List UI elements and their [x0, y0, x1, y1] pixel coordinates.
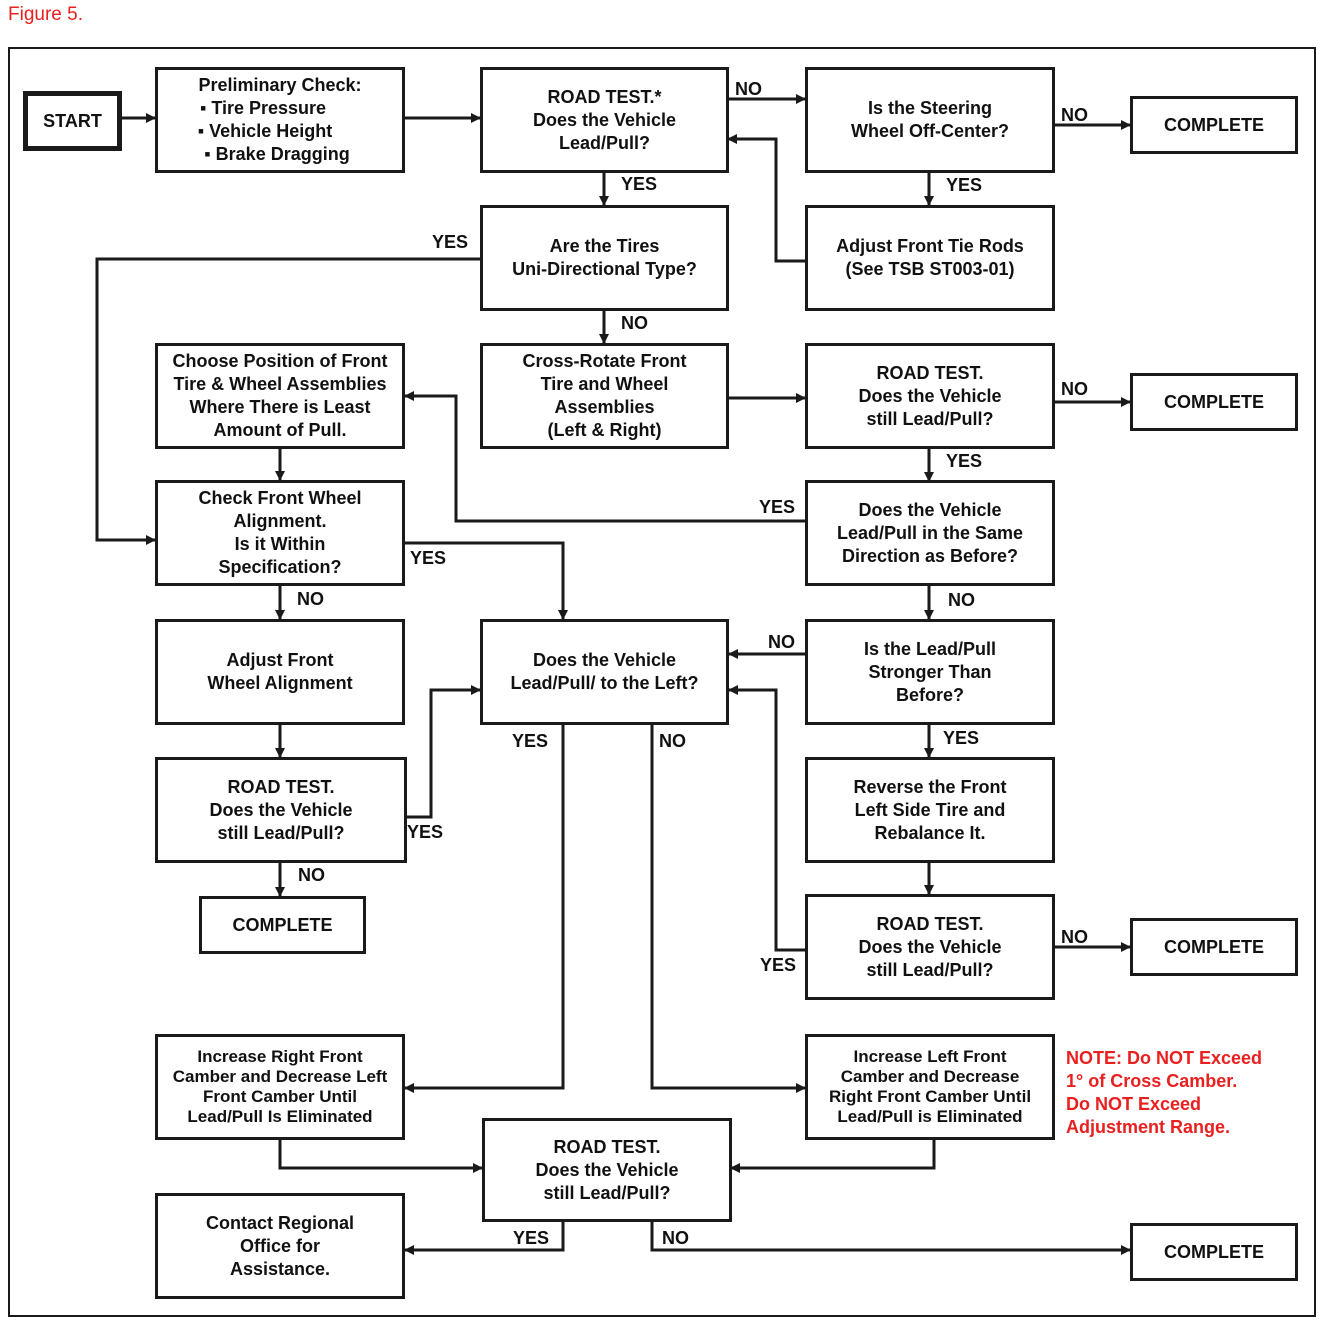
edge-samedir-choose — [404, 391, 806, 523]
adjust-tie-rods-box: Adjust Front Tie Rods(See TSB ST003-01) — [805, 205, 1055, 311]
figure-title: Figure 5. — [8, 4, 83, 25]
edge-label-road4-no: NO — [1061, 927, 1088, 947]
edge-leftpull-incright — [404, 725, 565, 1093]
preliminary-check-box: Preliminary Check: ▪ Tire Pressure ▪ Veh… — [155, 67, 405, 173]
edge-label-road2-yes: YES — [946, 451, 983, 471]
edge-label-checkalign-yes: YES — [410, 548, 447, 568]
complete-box-1: COMPLETE — [1130, 96, 1298, 154]
edge-leftpull-incleft — [650, 725, 806, 1093]
edge-road4-leftpull — [728, 685, 806, 952]
edge-label-tires-no: NO — [621, 313, 648, 333]
edge-incright-road5 — [278, 1139, 483, 1173]
edge-label-tires-yes: YES — [432, 232, 469, 252]
edge-label-leftpull-no: NO — [659, 731, 686, 751]
edge-label-road3-yes: YES — [407, 822, 444, 842]
edge-label-steer-yes: YES — [946, 175, 983, 195]
edge-label-road1-no: NO — [735, 79, 762, 99]
edge-label-road3-no: NO — [298, 865, 325, 885]
complete-box-4: COMPLETE — [1130, 918, 1298, 976]
edge-road5-contact — [404, 1221, 565, 1255]
edge-label-road2-no: NO — [1061, 379, 1088, 399]
edge-label-road5-yes: YES — [513, 1228, 550, 1248]
edge-label-road5-no: NO — [662, 1228, 689, 1248]
edge-road5-complete5 — [650, 1221, 1131, 1255]
edge-label-stronger-no: NO — [768, 632, 795, 652]
edge-tierods-road1 — [727, 134, 806, 263]
edge-label-checkalign-no: NO — [297, 589, 324, 609]
complete-box-3: COMPLETE — [199, 896, 366, 954]
camber-note: NOTE: Do NOT Exceed 1° of Cross Camber. … — [1066, 1048, 1263, 1137]
edge-tires-checkalign — [95, 257, 480, 545]
edge-incleft-road5 — [730, 1139, 936, 1173]
complete-box-5: COMPLETE — [1130, 1223, 1298, 1281]
edge-label-road4-yes: YES — [760, 955, 797, 975]
edge-label-road1-yes: YES — [621, 174, 658, 194]
edge-label-leftpull-yes: YES — [512, 731, 549, 751]
complete-box-2: COMPLETE — [1130, 373, 1298, 431]
edge-road3-leftpull — [405, 685, 481, 819]
edge-label-samedir-no: NO — [948, 590, 975, 610]
diagram-frame — [8, 47, 1316, 1317]
edge-label-stronger-yes: YES — [943, 728, 980, 748]
start-box: START — [23, 91, 122, 151]
edge-checkalign-leftpull — [404, 541, 568, 620]
edge-label-steer-no: NO — [1061, 105, 1088, 125]
edge-label-samedir-yes: YES — [759, 497, 796, 517]
